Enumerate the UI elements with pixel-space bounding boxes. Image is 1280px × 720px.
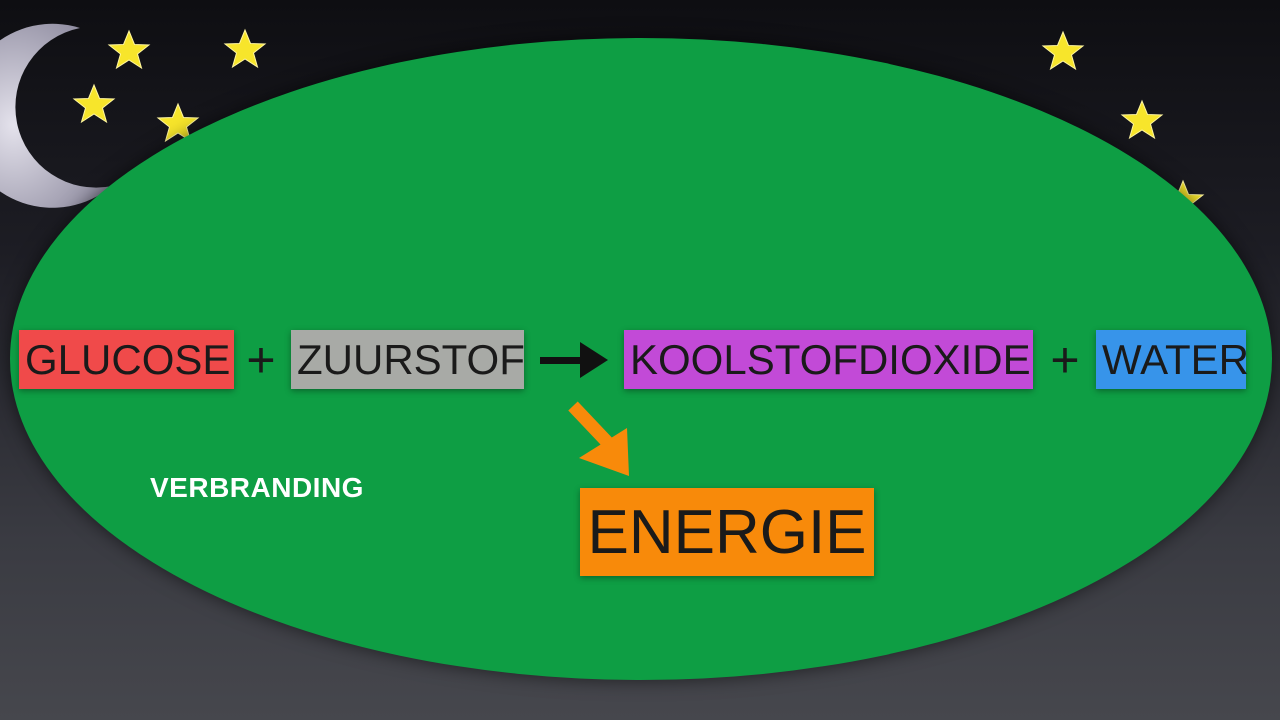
koolstofdioxide-term: KOOLSTOFDIOXIDE (624, 330, 1033, 389)
moon-icon (0, 23, 112, 208)
right-arrow-icon (540, 342, 608, 378)
energie-term: ENERGIE (580, 488, 874, 576)
star-icon (107, 29, 151, 70)
down-right-arrow-icon (568, 401, 629, 476)
star-icon (1120, 99, 1164, 140)
star-icon (156, 102, 200, 143)
zuurstof-term: ZUURSTOF (291, 330, 525, 389)
star-icon (223, 28, 267, 69)
plus-sign: + (1050, 332, 1080, 388)
glucose-term: GLUCOSE (19, 330, 234, 389)
star-icon (72, 83, 116, 124)
plus-sign: + (246, 332, 276, 388)
water-term: WATER (1096, 330, 1249, 389)
process-label: VERBRANDING (150, 472, 364, 503)
star-icon (1041, 30, 1085, 71)
